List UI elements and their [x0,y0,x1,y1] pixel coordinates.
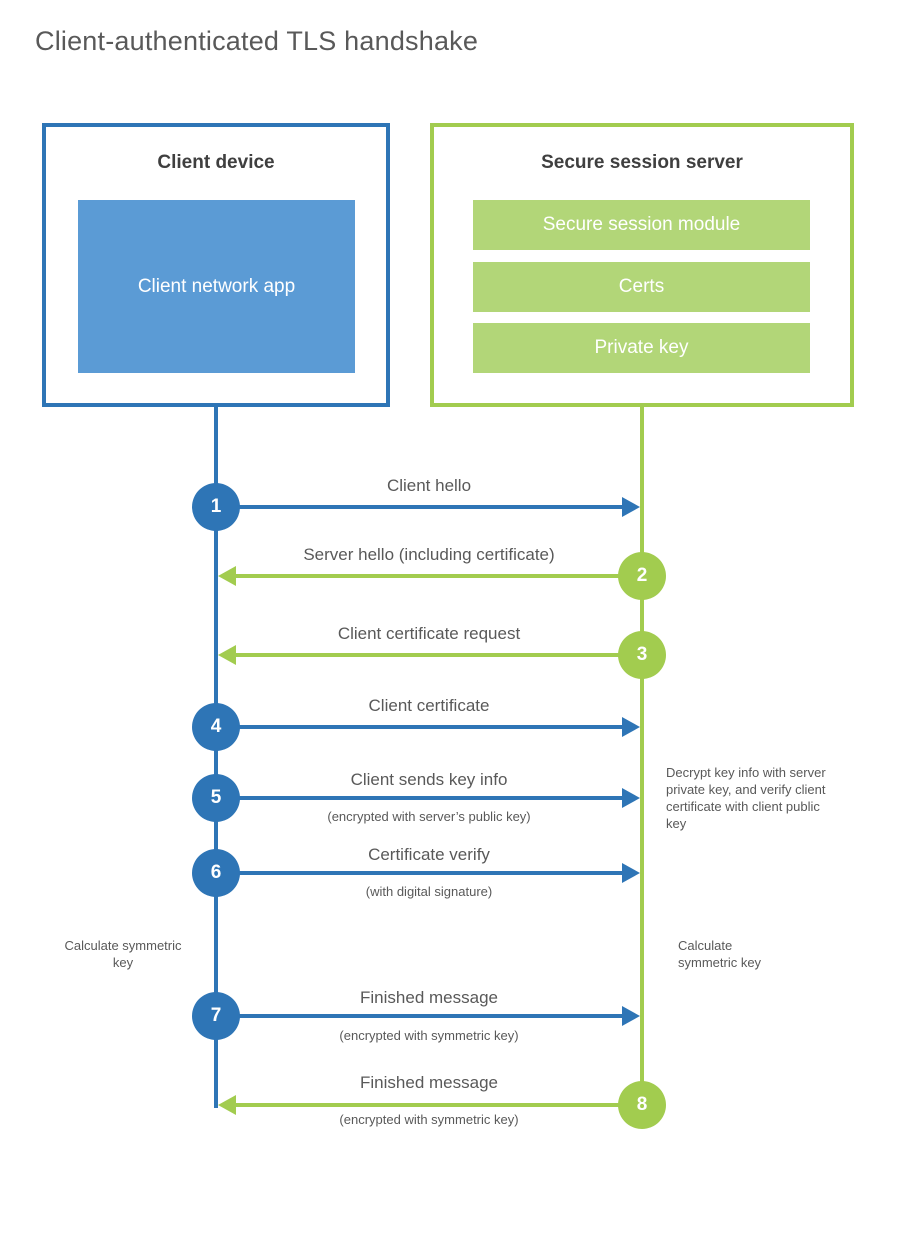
step-1-arrowhead [622,497,640,517]
step-3-arrow-line [234,653,642,657]
step-1-arrow-line [216,505,624,509]
step-4-arrowhead [622,717,640,737]
step-3-label: Client certificate request [337,624,521,643]
step-5-arrow-line [216,796,624,800]
certs-bar: Certs [473,262,810,312]
step-8-number-badge: 8 [618,1081,666,1129]
step-2-number-badge: 2 [618,552,666,600]
step-5-number-badge: 5 [192,774,240,822]
step-8-sublabel: (encrypted with symmetric key) [339,1112,519,1127]
step-1-number-badge: 1 [192,483,240,531]
step-4-number-badge: 4 [192,703,240,751]
step-6-sublabel: (with digital signature) [365,884,493,899]
decrypt-key-info-note: Decrypt key info with server private key… [666,765,826,831]
step-6-arrowhead [622,863,640,883]
step-8-label: Finished message [360,1073,498,1092]
step-2-label: Server hello (including certificate) [303,545,555,564]
step-7-sublabel: (encrypted with symmetric key) [339,1028,519,1043]
step-7-arrowhead [622,1006,640,1026]
private-key-label: Private key [594,337,689,358]
client-calculate-symmetric-key-note: Calculate symmetric key [64,938,182,970]
step-5-arrowhead [622,788,640,808]
step-7-number-badge: 7 [192,992,240,1040]
step-7-arrow-line [216,1014,624,1018]
client-lifeline [214,406,218,1108]
secure-session-server-box-title: Secure session server [541,152,743,173]
client-network-app-module: Client network app [78,200,355,373]
step-3-arrowhead [218,645,236,665]
secure-session-module-bar: Secure session module [473,200,810,250]
step-5-label: Client sends key info [350,770,508,789]
step-7-label: Finished message [360,988,498,1007]
step-4-arrow-line [216,725,624,729]
server-calculate-symmetric-key-note: Calculate symmetric key [678,938,762,970]
step-3-number-badge: 3 [618,631,666,679]
step-6-arrow-line [216,871,624,875]
client-network-app-label: Client network app [137,275,296,297]
page-title: Client-authenticated TLS handshake [35,26,479,56]
private-key-bar: Private key [473,323,810,373]
secure-session-module-label: Secure session module [542,214,741,235]
client-device-box-title: Client device [157,152,275,173]
step-8-arrow-line [234,1103,642,1107]
step-8-arrowhead [218,1095,236,1115]
step-2-arrowhead [218,566,236,586]
step-6-number-badge: 6 [192,849,240,897]
step-1-label: Client hello [386,476,472,495]
server-lifeline [640,406,644,1105]
step-6-label: Certificate verify [368,845,490,864]
step-4-label: Client certificate [368,696,490,715]
step-2-arrow-line [234,574,642,578]
certs-label: Certs [618,276,665,297]
step-5-sublabel: (encrypted with server’s public key) [327,809,531,824]
